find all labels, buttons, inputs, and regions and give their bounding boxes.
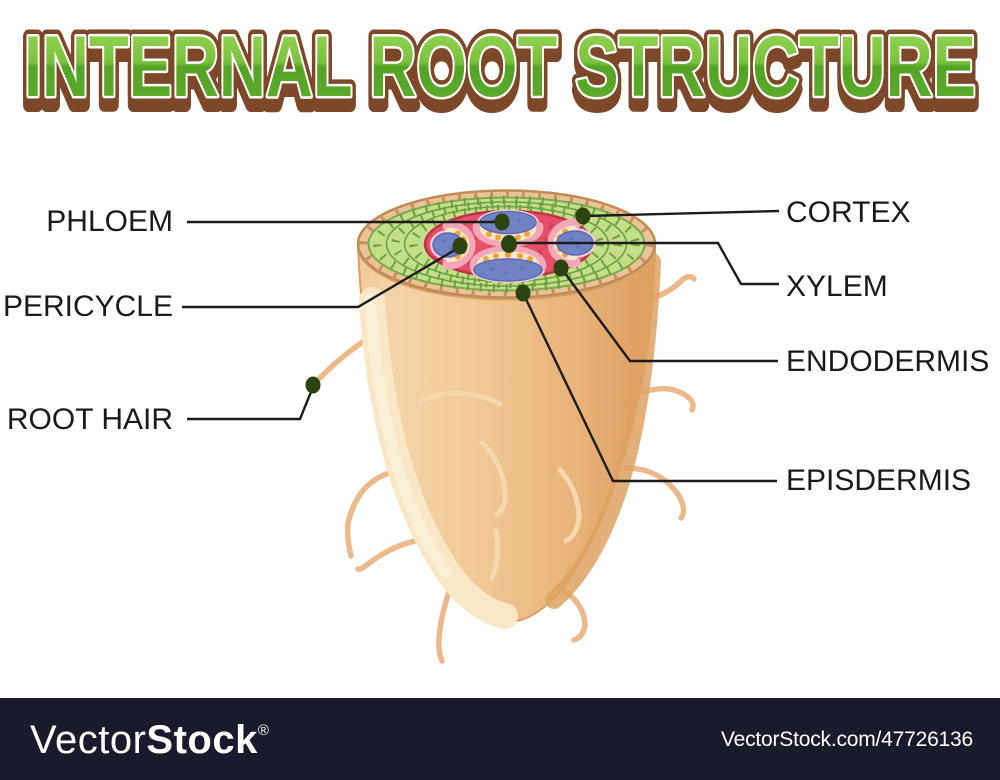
connector-endodermis xyxy=(560,267,778,363)
marker-dot-pericycle xyxy=(452,237,468,255)
label-root-hair: ROOT HAIR xyxy=(6,403,173,436)
root-hair-strand xyxy=(355,537,423,572)
orange-dot xyxy=(486,231,492,237)
marker-dot-episdermis xyxy=(515,284,531,302)
orange-dot xyxy=(515,234,521,241)
root-hair-strand xyxy=(623,465,687,521)
orange-dot xyxy=(495,234,501,241)
connector-xylem xyxy=(510,241,779,286)
stele-dot xyxy=(538,250,542,254)
root-body-shade xyxy=(545,253,661,609)
marker-dot-xylem xyxy=(501,235,517,253)
vectorstock-logo: VectorStock® xyxy=(30,718,269,763)
marker-dot-cortex xyxy=(575,207,591,225)
title-banner: INTERNAL ROOT STRUCTURE INTERNAL ROOT ST… xyxy=(17,12,983,131)
xylem-speckle xyxy=(576,245,580,249)
marker-dot-phloem xyxy=(494,213,510,231)
orange-dot xyxy=(505,252,511,258)
logo-text-bold: Stock xyxy=(146,718,258,762)
xylem-speckle xyxy=(520,266,524,270)
label-pericycle: PERICYCLE xyxy=(2,290,173,323)
surface-hairs xyxy=(417,391,582,581)
surface-hair xyxy=(417,391,503,407)
connector-pericycle xyxy=(182,245,461,309)
xylem-speckle xyxy=(442,239,446,243)
root-structure-diagram xyxy=(182,189,780,664)
label-xylem: XYLEM xyxy=(786,270,888,303)
xylem-speckle xyxy=(490,267,494,271)
registered-mark: ® xyxy=(257,722,270,739)
root-body-highlight xyxy=(359,287,518,629)
marker-dot-endodermis xyxy=(553,259,569,277)
xylem-speckle xyxy=(504,271,508,275)
xylem-speckle xyxy=(569,237,573,241)
watermark-url: VectorStock.com/47726136 xyxy=(720,728,973,751)
xylem-speckle xyxy=(449,247,453,251)
logo-text-light: Vector xyxy=(30,718,147,762)
connector-cortex xyxy=(583,209,780,218)
page-title: INTERNAL ROOT STRUCTURE xyxy=(24,19,976,115)
highlight-band-bright xyxy=(364,294,452,578)
phloem-arc xyxy=(442,220,476,270)
surface-hair xyxy=(489,528,501,581)
surface-hair xyxy=(479,440,508,517)
connector-lines xyxy=(182,209,780,483)
stele-dot xyxy=(543,236,547,240)
label-episdermis: EPISDERMIS xyxy=(786,464,972,497)
orange-dot xyxy=(517,253,523,259)
title-outline: INTERNAL ROOT STRUCTURE xyxy=(24,19,976,115)
title-extrusion: INTERNAL ROOT STRUCTURE xyxy=(24,28,976,124)
xylem-lobe-bottom xyxy=(473,258,543,282)
xylem-speckle xyxy=(517,219,521,223)
connector-root-hair xyxy=(187,386,315,421)
label-cortex: CORTEX xyxy=(786,196,911,229)
marker-dots xyxy=(305,207,591,394)
root-hair-strand xyxy=(641,385,696,413)
marker-dot-root-hair xyxy=(305,376,321,394)
root-hair-strand xyxy=(560,587,588,643)
connector-episdermis xyxy=(522,294,777,483)
orange-dot xyxy=(493,253,499,259)
orange-dot xyxy=(524,231,530,237)
surface-hair xyxy=(557,467,582,544)
root-hair-strand xyxy=(345,467,409,559)
label-endodermis: ENDODERMIS xyxy=(786,345,990,378)
watermark-bar: VectorStock® VectorStock.com/47726136 xyxy=(0,698,1000,780)
label-phloem: PHLOEM xyxy=(46,205,173,238)
